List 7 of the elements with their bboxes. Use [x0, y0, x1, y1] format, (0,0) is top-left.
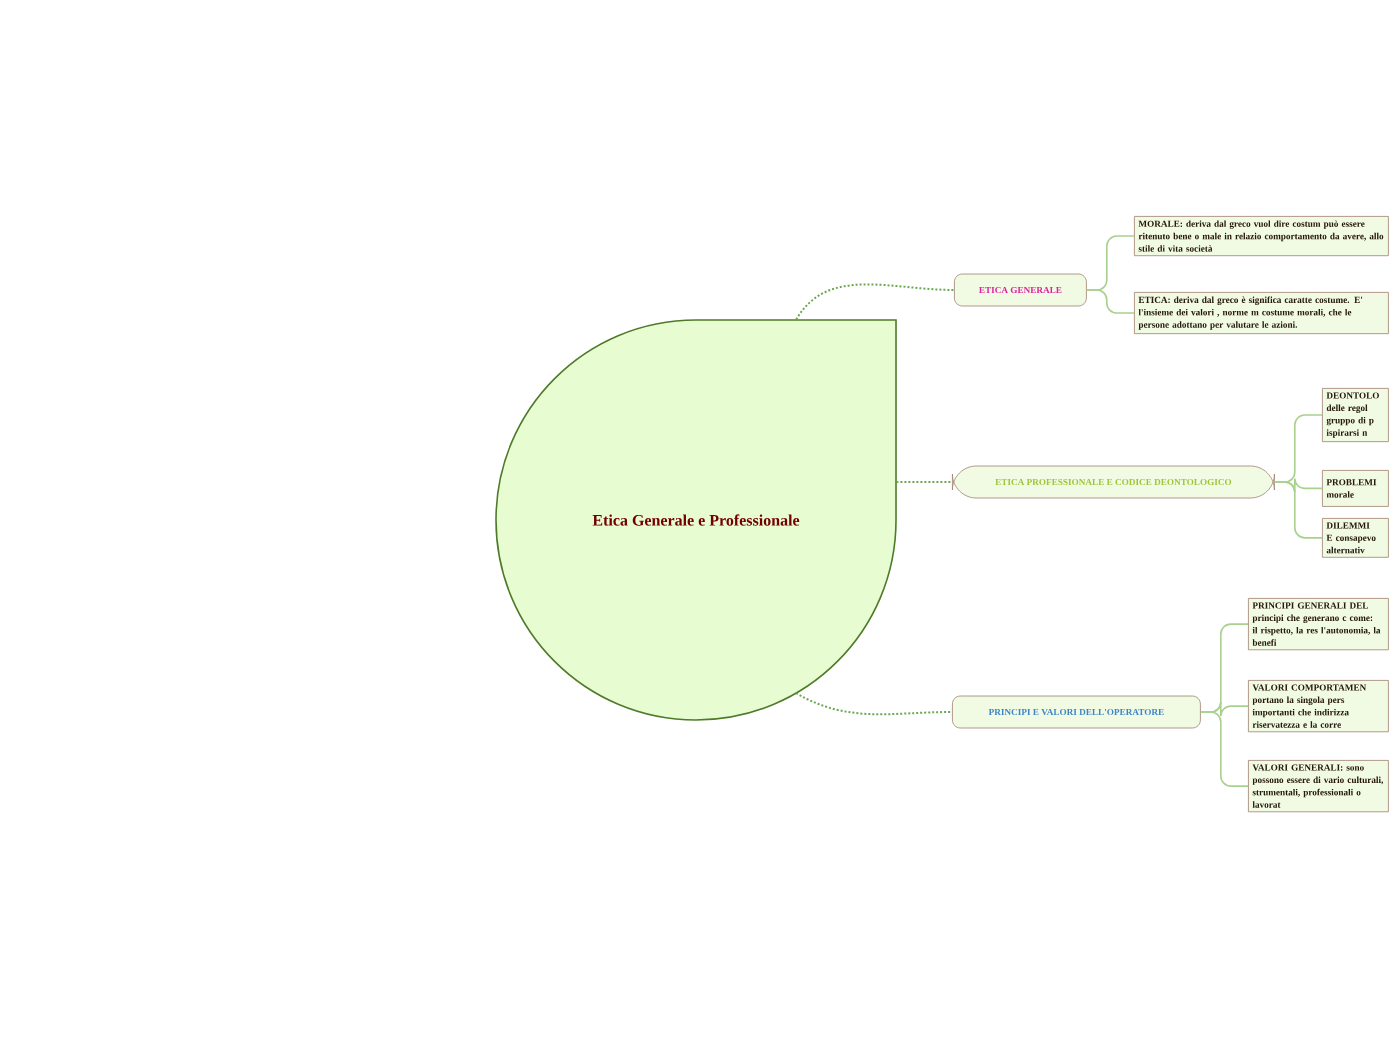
central-topic: Etica Generale e Professionale	[495, 319, 897, 721]
connector	[1200, 711, 1249, 787]
connector	[795, 283, 955, 321]
connector	[795, 692, 953, 716]
connector	[1086, 289, 1135, 314]
connector	[895, 481, 953, 483]
connector	[1274, 481, 1323, 539]
